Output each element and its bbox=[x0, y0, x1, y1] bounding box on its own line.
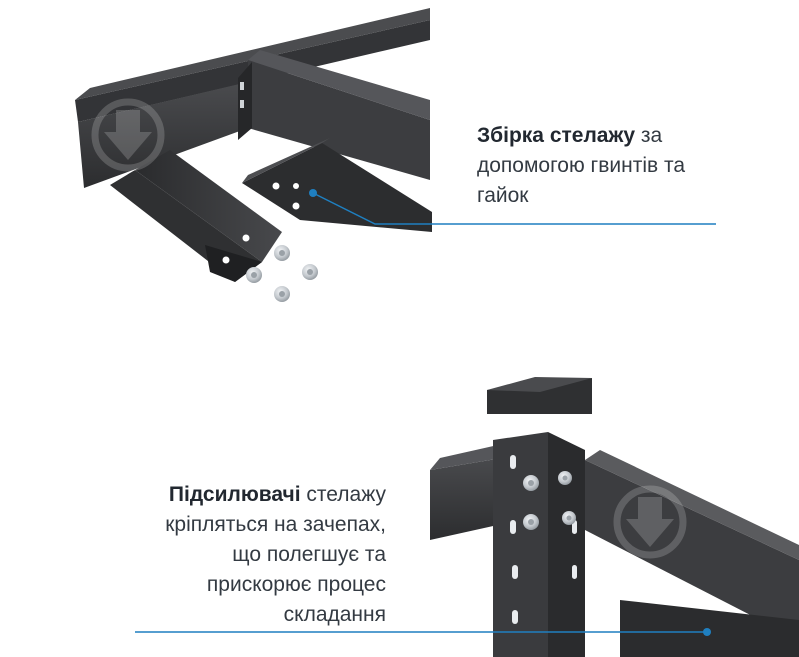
callout-line-top bbox=[309, 189, 716, 225]
caption-assembly-rest: за bbox=[635, 124, 663, 147]
caption-assembly: Збірка стелажу за допомогою гвинтів та г… bbox=[477, 121, 777, 211]
caption-reinforcements-line2: кріпляться на зачепах, bbox=[165, 513, 386, 536]
bolt-icon bbox=[246, 245, 318, 302]
caption-assembly-bold: Збірка стелажу bbox=[477, 124, 636, 147]
caption-reinforcements-line1: Підсилювачі стелажу bbox=[120, 480, 386, 510]
bolt-icon bbox=[523, 471, 576, 530]
caption-assembly-line3: гайок bbox=[477, 184, 529, 207]
caption-assembly-line1: Збірка стелажу за bbox=[477, 121, 777, 151]
download-arrow-icon bbox=[91, 98, 165, 172]
caption-reinforcements-rest: стелажу bbox=[300, 483, 386, 506]
caption-assembly-line2: допомогою гвинтів та bbox=[477, 154, 686, 177]
caption-reinforcements-bold: Підсилювачі bbox=[168, 483, 301, 506]
caption-reinforcements-line5: складання bbox=[283, 603, 386, 626]
bottom-frame-illustration bbox=[430, 377, 799, 657]
caption-reinforcements-line3: що полегшує та bbox=[232, 543, 386, 566]
top-frame-illustration bbox=[75, 8, 432, 282]
callout-line-bottom bbox=[135, 628, 711, 636]
caption-reinforcements-line4: прискорює процес bbox=[206, 573, 386, 596]
download-arrow-icon bbox=[613, 485, 687, 559]
caption-reinforcements: Підсилювачі стелажу кріпляться на зачепа… bbox=[120, 480, 386, 630]
